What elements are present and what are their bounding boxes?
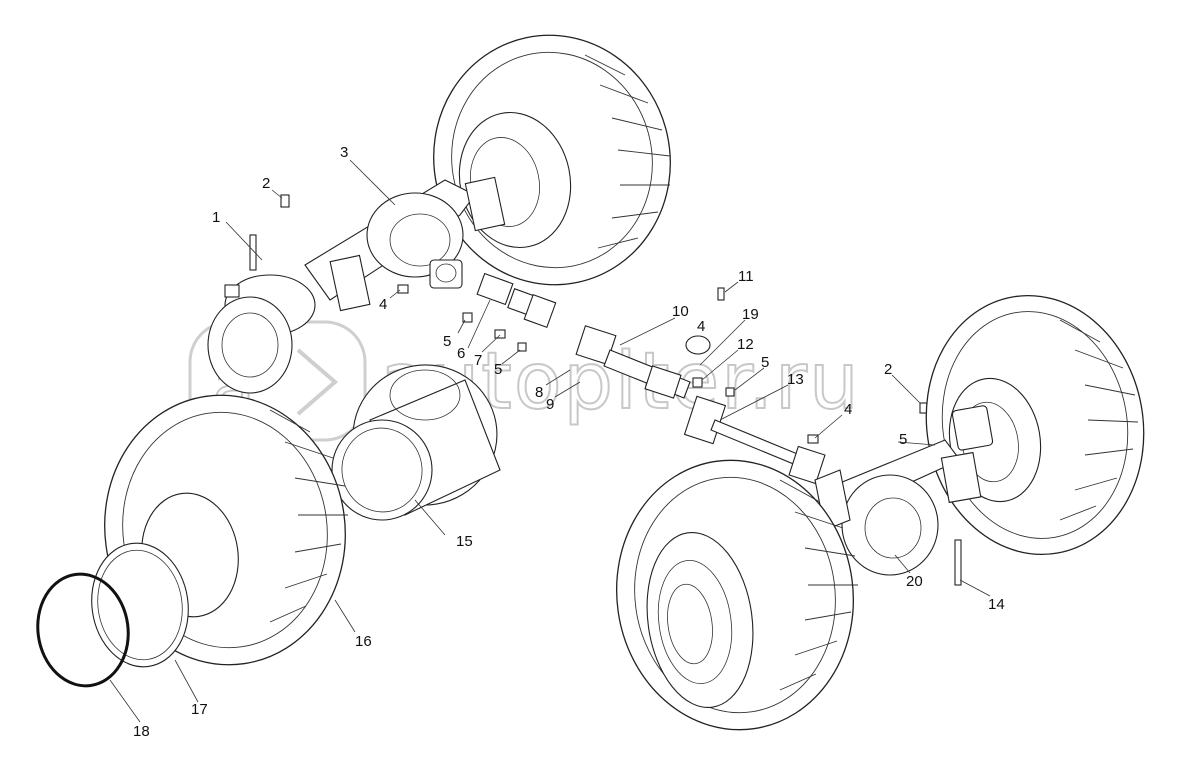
callout-11: 11 <box>738 268 754 285</box>
ring-17 <box>91 542 189 668</box>
callout-9: 9 <box>546 396 554 413</box>
callout-8: 8 <box>535 384 543 401</box>
callout-15: 15 <box>456 533 473 550</box>
tire-right-far <box>925 294 1145 556</box>
callout-17: 17 <box>191 701 208 718</box>
callout-1: 1 <box>212 209 220 226</box>
front-axle-housing <box>814 405 994 576</box>
callout-3: 3 <box>340 144 348 161</box>
callout-10: 10 <box>672 303 689 320</box>
callout-5: 5 <box>899 431 907 448</box>
leader-lines <box>109 159 991 723</box>
tire-bottom-front <box>615 459 858 731</box>
drive-motor <box>207 234 316 394</box>
callout-19: 19 <box>742 306 759 323</box>
rim-15 <box>331 364 501 521</box>
rear-axle-housing <box>304 176 506 312</box>
callout-6: 6 <box>457 345 465 362</box>
callout-13: 13 <box>787 371 804 388</box>
callout-4: 4 <box>697 318 705 335</box>
callout-4: 4 <box>379 296 387 313</box>
callout-2: 2 <box>262 175 270 192</box>
callout-5: 5 <box>761 354 769 371</box>
callout-4: 4 <box>844 401 852 418</box>
lock-ring-18 <box>36 572 130 688</box>
drive-shaft-middle <box>575 325 826 485</box>
callout-20: 20 <box>906 573 923 590</box>
callout-2: 2 <box>884 361 892 378</box>
callout-12: 12 <box>737 336 754 353</box>
callout-14: 14 <box>988 596 1005 613</box>
callout-18: 18 <box>133 723 150 740</box>
callout-labels: 1 2 3 4 5 6 7 5 8 9 10 11 4 19 12 5 13 2… <box>133 144 1005 740</box>
callout-5: 5 <box>494 361 502 378</box>
callout-16: 16 <box>355 633 372 650</box>
callout-5: 5 <box>443 333 451 350</box>
cardan-joint-rear <box>476 272 557 329</box>
callout-7: 7 <box>474 352 482 369</box>
